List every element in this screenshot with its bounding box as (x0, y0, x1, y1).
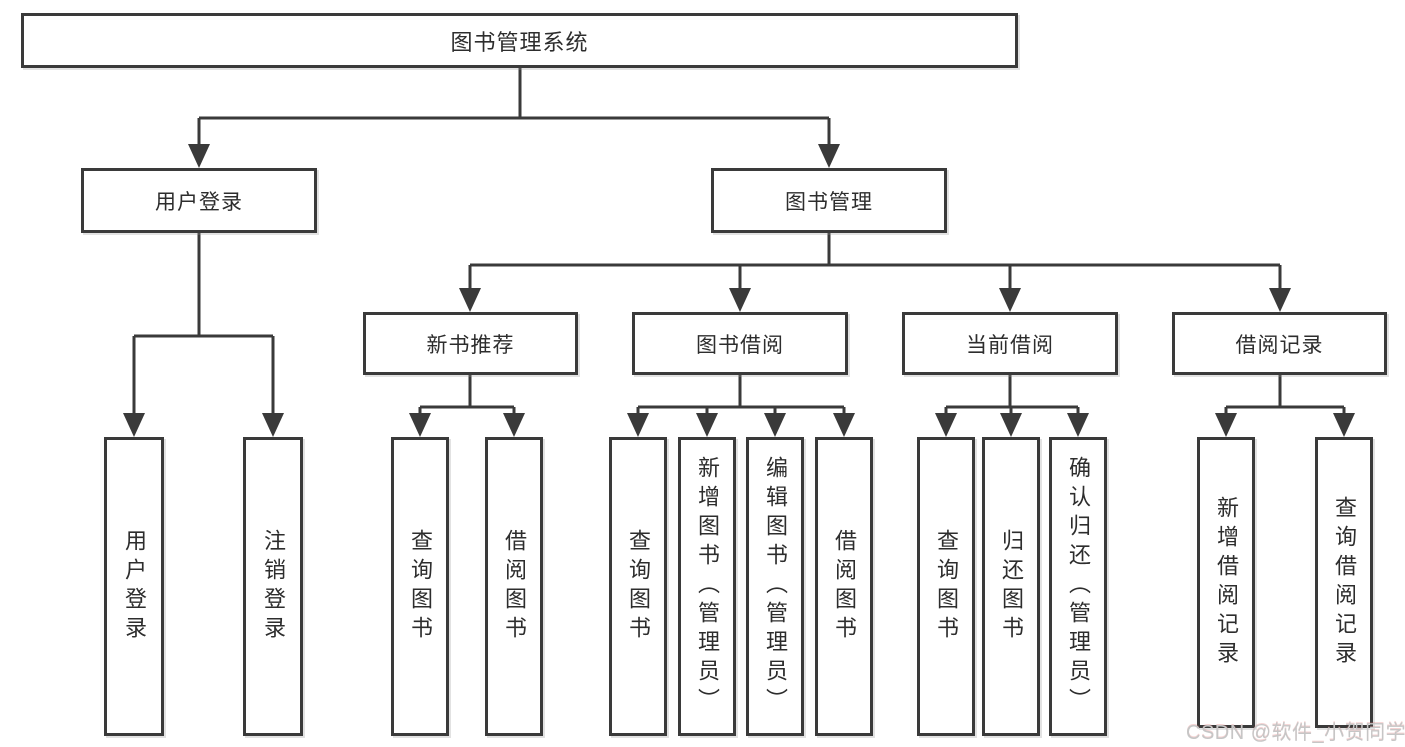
arrow-down-icon (1215, 413, 1237, 437)
leaf-borrow-books: 借阅图书 (485, 437, 543, 736)
arrow-down-icon (262, 413, 284, 437)
node-current-borrow: 当前借阅 (902, 312, 1118, 375)
node-label: 图书管理系统 (450, 29, 589, 55)
node-label: 新书推荐 (426, 333, 515, 357)
arrow-down-icon (503, 413, 525, 437)
leaf-add-books-admin: 新增图书（管理员） (678, 437, 736, 736)
node-label: 归还图书 (999, 528, 1024, 645)
arrow-down-icon (935, 413, 957, 437)
arrowheads (123, 144, 1355, 437)
node-borrow-records: 借阅记录 (1172, 312, 1387, 375)
csdn-watermark: CSDN @软件_小贺同学 (1186, 722, 1405, 744)
node-label: 图书借阅 (696, 333, 784, 357)
arrow-down-icon (1067, 413, 1089, 437)
leaf-return-books: 归还图书 (982, 437, 1040, 736)
arrow-down-icon (696, 413, 718, 437)
node-user-login-branch: 用户登录 (81, 168, 317, 233)
node-label: 编辑图书（管理员） (763, 456, 788, 717)
node-label: 新增图书（管理员） (695, 456, 720, 717)
arrow-down-icon (459, 288, 481, 312)
node-label: 当前借阅 (966, 333, 1054, 357)
arrow-down-icon (1333, 413, 1355, 437)
arrow-down-icon (123, 413, 145, 437)
node-label: 查询图书 (934, 528, 959, 645)
leaf-query-books: 查询图书 (917, 437, 975, 736)
node-label: 新增借阅记录 (1214, 495, 1239, 670)
node-label: 借阅记录 (1235, 333, 1324, 357)
leaf-query-books: 查询图书 (391, 437, 449, 736)
node-label: 注销登录 (261, 528, 286, 645)
leaf-edit-books-admin: 编辑图书（管理员） (746, 437, 804, 736)
node-label: 确认归还（管理员） (1066, 456, 1091, 717)
arrow-down-icon (729, 288, 751, 312)
node-new-book-recommend: 新书推荐 (363, 312, 578, 375)
arrow-down-icon (764, 413, 786, 437)
arrow-down-icon (409, 413, 431, 437)
node-root: 图书管理系统 (21, 13, 1018, 68)
leaf-query-books: 查询图书 (609, 437, 667, 736)
node-label: 查询图书 (408, 528, 433, 645)
arrow-down-icon (1269, 288, 1291, 312)
node-label: 借阅图书 (502, 528, 527, 645)
leaf-query-borrow-record: 查询借阅记录 (1315, 437, 1373, 728)
arrow-down-icon (627, 413, 649, 437)
node-label: 用户登录 (122, 528, 147, 645)
node-label: 查询图书 (626, 528, 651, 645)
node-label: 借阅图书 (832, 528, 857, 645)
node-book-borrow: 图书借阅 (632, 312, 848, 375)
node-label: 用户登录 (155, 190, 243, 214)
arrow-down-icon (999, 288, 1021, 312)
arrow-down-icon (188, 144, 210, 168)
node-book-management: 图书管理 (711, 168, 947, 233)
arrow-down-icon (818, 144, 840, 168)
leaf-confirm-return-admin: 确认归还（管理员） (1049, 437, 1107, 736)
arrow-down-icon (833, 413, 855, 437)
leaf-borrow-books: 借阅图书 (815, 437, 873, 736)
node-label: 图书管理 (785, 190, 873, 214)
node-label: 查询借阅记录 (1332, 495, 1357, 670)
leaf-logout: 注销登录 (243, 437, 303, 736)
leaf-add-borrow-record: 新增借阅记录 (1197, 437, 1255, 728)
arrow-down-icon (1000, 413, 1022, 437)
leaf-user-login: 用户登录 (104, 437, 164, 736)
